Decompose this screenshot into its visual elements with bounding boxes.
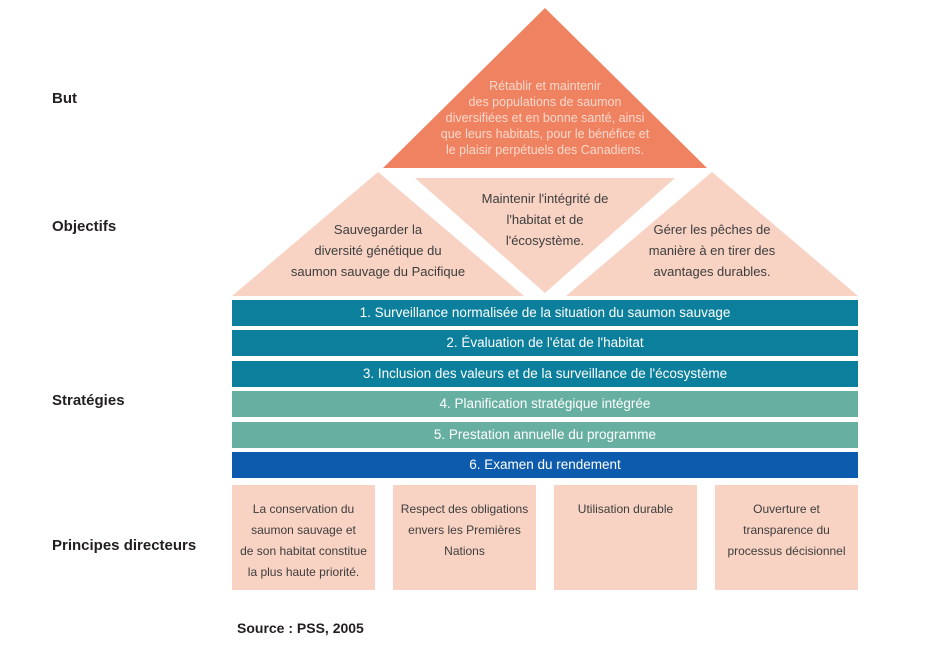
strategy-bar-1: 1. Surveillance normalisée de la situati… xyxy=(232,300,858,326)
strategy-bar-3: 3. Inclusion des valeurs et de la survei… xyxy=(232,361,858,387)
row-label-objectifs: Objectifs xyxy=(52,218,117,235)
goal-text: Rétablir et maintenir des populations de… xyxy=(440,79,650,157)
objective-text: Maintenir l'intégrité de l'habitat et de… xyxy=(481,191,609,248)
row-label-but: But xyxy=(52,90,77,107)
objective-text: Sauvegarder la diversité génétique du sa… xyxy=(290,222,466,279)
goal-triangle: Rétablir et maintenir des populations de… xyxy=(383,8,707,168)
principle-box-conservation: La conservation du saumon sauvage et de … xyxy=(232,485,375,590)
principle-box-first-nations: Respect des obligations envers les Premi… xyxy=(393,485,536,590)
objective-text: Gérer les pêches de manière à en tirer d… xyxy=(648,222,776,279)
source-caption: Source : PSS, 2005 xyxy=(237,620,364,636)
principle-box-transparency: Ouverture et transparence du processus d… xyxy=(715,485,858,590)
row-label-principes: Principes directeurs xyxy=(52,537,197,554)
row-label-strategies: Stratégies xyxy=(52,392,125,409)
strategy-bar-4: 4. Planification stratégique intégrée xyxy=(232,391,858,417)
strategy-bar-2: 2. Évaluation de l'état de l'habitat xyxy=(232,330,858,356)
principle-box-sustainable-use: Utilisation durable xyxy=(554,485,697,590)
strategy-bar-6: 6. Examen du rendement xyxy=(232,452,858,478)
strategy-bar-5: 5. Prestation annuelle du programme xyxy=(232,422,858,448)
